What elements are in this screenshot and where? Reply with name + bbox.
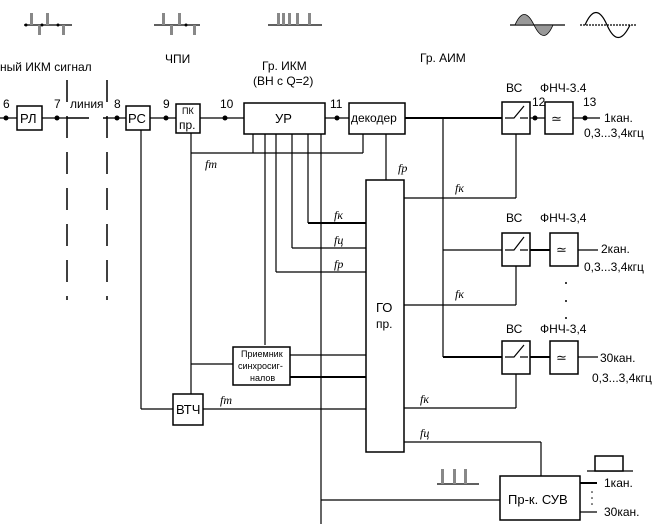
- low-pass-filter-1[interactable]: ≃: [544, 101, 574, 135]
- bipolar-waveform-icon-1: [24, 13, 72, 35]
- sampling-switch-30[interactable]: [501, 340, 531, 375]
- svg-text:ПК: ПК: [182, 106, 194, 116]
- point-11: 11: [330, 97, 343, 111]
- decoder-block[interactable]: декодер: [348, 102, 406, 135]
- ft-label-1: fт: [205, 157, 217, 171]
- regenerator-block[interactable]: РЛ: [16, 105, 43, 131]
- pcm-pulses-icon: [268, 13, 322, 26]
- sampling-switch-1[interactable]: [501, 101, 531, 135]
- point-12: 12: [532, 95, 546, 109]
- vs-label-2: ВС: [506, 211, 523, 225]
- line-label: линия: [70, 97, 104, 111]
- output-2: 2кан.: [601, 242, 630, 256]
- vs-label-1: ВС: [506, 81, 523, 95]
- point-8: 8: [114, 97, 121, 111]
- sync-receiver-block[interactable]: Приемник синхросиг- налов: [232, 346, 291, 386]
- svg-text:декодер: декодер: [351, 111, 397, 125]
- point-13: 13: [583, 95, 597, 109]
- output-30: 30кан.: [600, 351, 636, 365]
- bipolar-label: ЧПИ: [165, 52, 190, 66]
- bipolar-waveform-icon-2: [154, 13, 200, 35]
- fc-label-ur: fц: [334, 233, 343, 247]
- lpf-label-2: ФНЧ-3,4: [540, 211, 587, 225]
- output-1: 1кан.: [604, 111, 633, 125]
- clock-extractor-block[interactable]: ВТЧ: [172, 393, 204, 426]
- point-10: 10: [220, 97, 234, 111]
- sampling-switch-2[interactable]: [501, 232, 531, 267]
- point-9: 9: [163, 97, 170, 111]
- lpf-label-30: ФНЧ-3,4: [540, 322, 587, 336]
- svg-text:УР: УР: [275, 111, 292, 126]
- channel-2: ВС ФНЧ-3,4 ≃ 2кан. 0,3...3,4кгц: [501, 211, 644, 319]
- svg-text:РС: РС: [128, 111, 146, 126]
- fk-label-ch1: fк: [455, 181, 464, 195]
- low-pass-filter-30[interactable]: ≃: [549, 340, 579, 375]
- analog-sine-icon: [580, 11, 636, 39]
- svg-text:≃: ≃: [556, 242, 567, 257]
- svg-text:Пр-к. СУВ: Пр-к. СУВ: [508, 492, 568, 507]
- svg-text:≃: ≃: [556, 350, 567, 365]
- band-2: 0,3...3,4кгц: [584, 260, 644, 274]
- svg-text:пр.: пр.: [376, 317, 393, 331]
- signaling-output-pulse-icon: [587, 455, 633, 472]
- svg-text:синхросиг-: синхросиг-: [238, 361, 283, 371]
- group-pam-label: Гр. АИМ: [420, 51, 466, 65]
- band-30: 0,3...3,4кгц: [592, 371, 652, 385]
- pam-waveform-icon: [510, 14, 565, 36]
- point-7: 7: [54, 97, 61, 111]
- pcm-signal-label: ный ИКМ сигнал: [0, 60, 92, 74]
- fk-label-ch2: fк: [455, 287, 464, 301]
- fp-label-decoder: fр: [398, 161, 407, 175]
- fk-label-ur: fк: [334, 208, 343, 222]
- band-1: 0,3...3,4кгц: [584, 126, 644, 140]
- svg-text:ГО: ГО: [376, 300, 392, 315]
- fp-label-ur: fр: [334, 257, 343, 271]
- low-pass-filter-2[interactable]: ≃: [549, 232, 579, 267]
- ur-block[interactable]: УР: [243, 102, 326, 135]
- svg-text:РЛ: РЛ: [20, 111, 36, 126]
- channel-30: ВС ФНЧ-3,4 ≃ 30кан. 0,3...3,4кгц: [501, 322, 652, 385]
- group-pcm-sublabel: (ВН с Q=2): [253, 74, 313, 88]
- clock-generator-block[interactable]: ГО пр.: [365, 179, 405, 453]
- signaling-receiver-block[interactable]: Пр-к. СУВ: [499, 475, 581, 521]
- point-6: 6: [3, 97, 10, 111]
- suv-output-30: 30кан.: [604, 505, 640, 519]
- svg-text:ВТЧ: ВТЧ: [176, 402, 200, 417]
- svg-text:≃: ≃: [551, 111, 562, 126]
- svg-text:Приемник: Приемник: [241, 349, 283, 359]
- ft-label-2: fт: [220, 393, 232, 407]
- svg-text:пр.: пр.: [179, 118, 196, 132]
- code-converter-block[interactable]: ПК пр.: [175, 103, 201, 134]
- rs-block[interactable]: РС: [125, 105, 151, 131]
- lpf-label-1: ФНЧ-3.4: [540, 81, 587, 95]
- vs-label-30: ВС: [506, 322, 523, 336]
- signaling-pulses-icon: [437, 469, 479, 485]
- fk-label-ch30: fк: [420, 392, 429, 406]
- channel-1: ВС ФНЧ-3.4 ≃ 1кан. 0,3...3,4кгц: [501, 81, 644, 140]
- fc-label-suv: fц: [420, 426, 429, 440]
- group-pcm-label: Гр. ИКМ: [262, 59, 307, 73]
- suv-output-1: 1кан.: [604, 476, 633, 490]
- svg-text:налов: налов: [250, 373, 275, 383]
